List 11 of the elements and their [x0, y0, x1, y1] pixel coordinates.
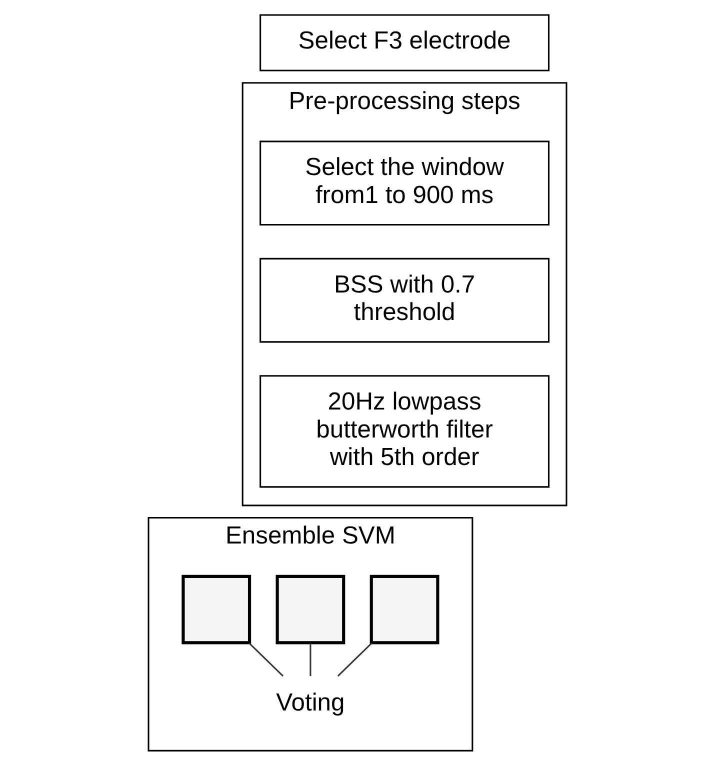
node-text: Voting — [276, 689, 345, 716]
node-box: Select F3 electrode — [260, 14, 550, 72]
node-box: 20Hz lowpass butterworth filter with 5th order — [260, 375, 550, 488]
node-box — [370, 574, 440, 644]
connector — [337, 642, 372, 677]
node-box: Select the window from1 to 900 ms — [260, 140, 550, 226]
node-box: BSS with 0.7 threshold — [260, 258, 550, 343]
node-box — [276, 574, 346, 644]
node-box — [182, 574, 252, 644]
connector — [310, 643, 312, 676]
connector — [248, 642, 284, 677]
